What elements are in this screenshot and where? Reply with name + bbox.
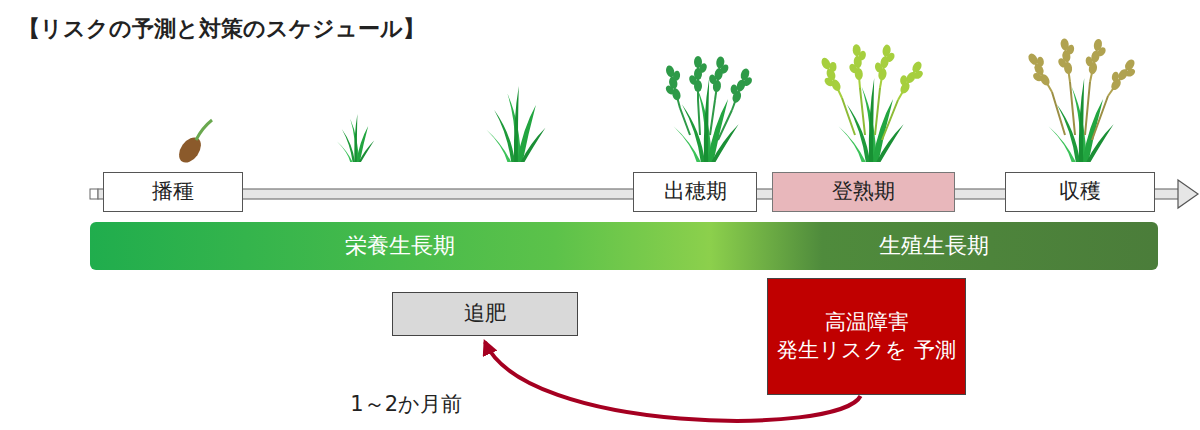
- stage-box: 播種: [103, 172, 243, 212]
- action-box: 追肥: [392, 292, 578, 336]
- period-band: 栄養生長期: [90, 222, 710, 270]
- period-band: 生殖生長期: [710, 222, 1158, 270]
- node-text: 播種: [152, 179, 194, 204]
- node-text: 出穂期: [664, 179, 727, 204]
- stage-box: 収穫: [1005, 172, 1155, 212]
- risk-box: 高温障害 発生リスクを 予測: [767, 278, 966, 395]
- node-text: 栄養生長期: [345, 233, 455, 259]
- node-text: 登熟期: [832, 179, 895, 204]
- diagram-title: 【リスクの予測と対策のスケジュール】: [18, 14, 425, 44]
- stage-box: 登熟期: [772, 172, 955, 212]
- node-text: 高温障害 発生リスクを 予測: [776, 309, 957, 364]
- node-text: 生殖生長期: [879, 233, 989, 259]
- stage-box: 出穂期: [633, 172, 757, 212]
- node-text: 追肥: [464, 301, 506, 326]
- node-text: 収穫: [1059, 179, 1101, 204]
- edge-label: 1～2か月前: [347, 390, 465, 418]
